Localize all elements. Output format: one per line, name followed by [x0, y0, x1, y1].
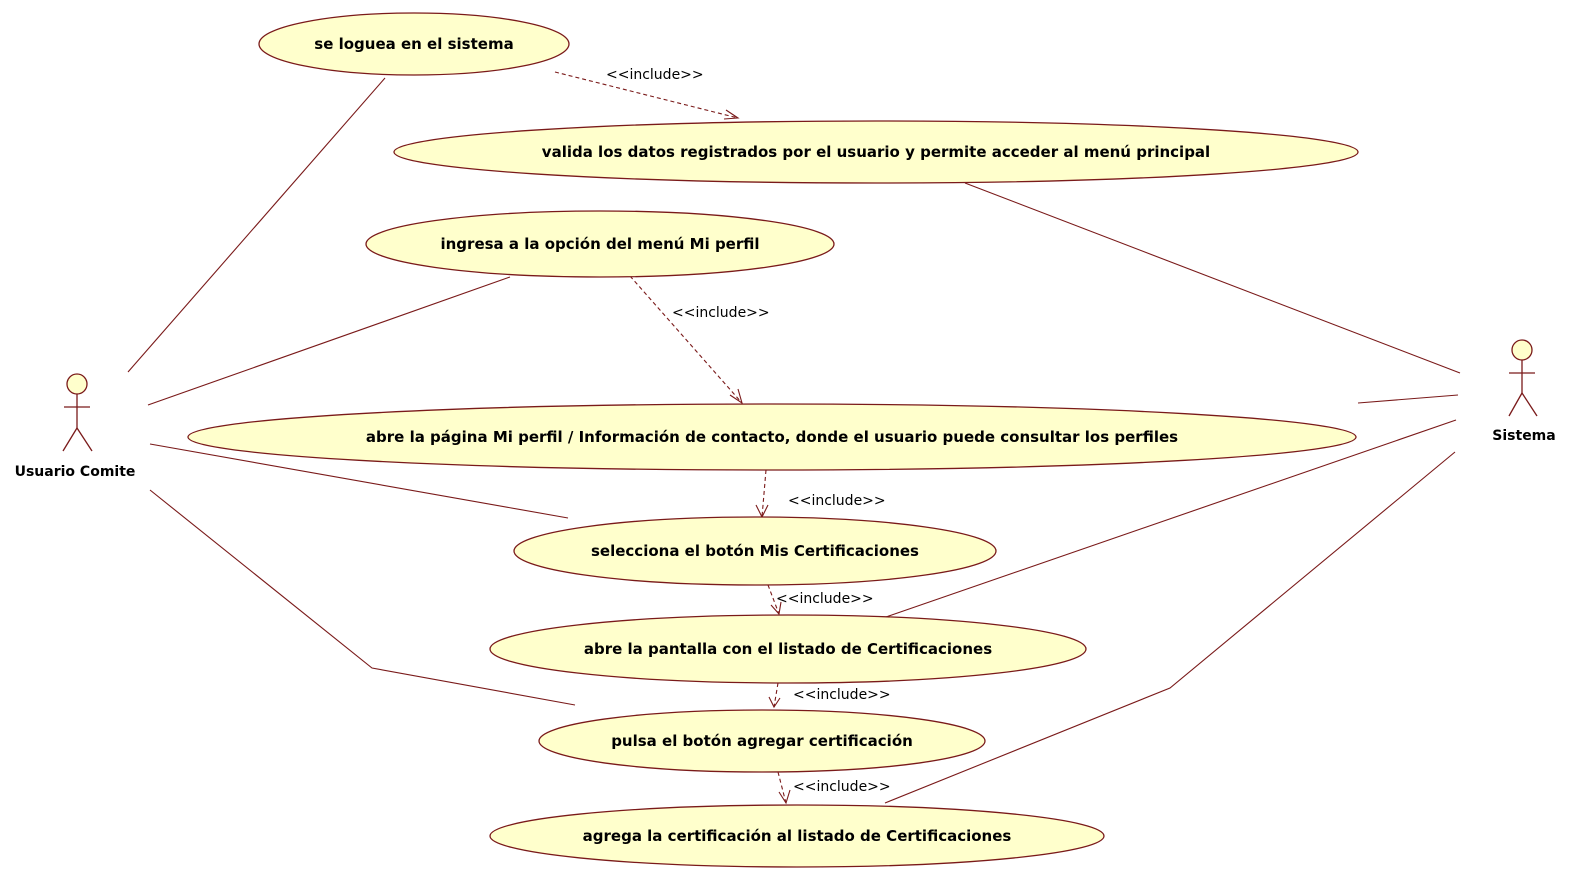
- usecase-4-label: abre la página Mi perfil / Información d…: [366, 428, 1178, 446]
- usecase-8-ellipse: [489, 804, 1105, 868]
- usecase-2-ellipse: [393, 120, 1359, 184]
- actor-usuario-label: Usuario Comite: [15, 464, 136, 480]
- include-line-uc3-uc4: [629, 275, 743, 404]
- assoc-sistema-uc4: [1357, 394, 1459, 404]
- usecase-1-label: se loguea en el sistema: [314, 35, 513, 53]
- include-line-uc1-uc2: [554, 71, 739, 119]
- usecase-4-ellipse: [187, 403, 1357, 471]
- usecase-8[interactable]: agrega la certificación al listado de Ce…: [489, 804, 1105, 868]
- assoc-usuario-uc1: [127, 77, 386, 373]
- include-arrowhead-uc5-uc6: [770, 601, 782, 616]
- include-dependencies: <<include>> <<include>> <<include>> <<in…: [554, 67, 891, 805]
- actor-usuario-head: [66, 373, 88, 395]
- assoc-sistema-uc8: [884, 451, 1456, 804]
- sistema-associations: [884, 182, 1461, 804]
- usecase-8-label: agrega la certificación al listado de Ce…: [583, 827, 1012, 845]
- assoc-usuario-uc3: [147, 276, 511, 406]
- actor-sistema-head: [1511, 339, 1533, 361]
- usecase-5-ellipse: [513, 516, 997, 586]
- include-label-uc1-uc2: <<include>>: [606, 67, 704, 83]
- include-arrowhead-uc6-uc7: [768, 696, 781, 709]
- include-line-uc4-uc5: [761, 469, 767, 518]
- include-label-uc4-uc5: <<include>>: [788, 493, 886, 509]
- actor-usuario-left-leg: [62, 427, 78, 452]
- usecase-7-label: pulsa el botón agregar certificación: [611, 732, 913, 750]
- include-label-uc3-uc4: <<include>>: [672, 305, 770, 321]
- usecase-6-label: abre la pantalla con el listado de Certi…: [584, 640, 992, 658]
- actor-sistema[interactable]: Sistema: [1492, 339, 1556, 444]
- include-arrowhead-uc1-uc2: [723, 109, 740, 120]
- usecase-2-label: valida los datos registrados por el usua…: [542, 143, 1210, 161]
- include-label-uc5-uc6: <<include>>: [776, 591, 874, 607]
- actor-usuario-comite[interactable]: Usuario Comite: [15, 373, 136, 480]
- use-cases: se loguea en el sistema valida los datos…: [187, 12, 1359, 868]
- usecase-3[interactable]: ingresa a la opción del menú Mi perfil: [365, 210, 835, 278]
- assoc-usuario-uc5: [149, 443, 569, 519]
- usecase-3-label: ingresa a la opción del menú Mi perfil: [440, 235, 759, 253]
- usecase-7-ellipse: [538, 709, 986, 773]
- usecase-1[interactable]: se loguea en el sistema: [258, 12, 570, 76]
- usuario-associations: [127, 77, 576, 706]
- include-arrowhead-uc3-uc4: [729, 388, 743, 405]
- actor-sistema-label: Sistema: [1492, 428, 1555, 444]
- usecase-7[interactable]: pulsa el botón agregar certificación: [538, 709, 986, 773]
- usecase-2[interactable]: valida los datos registrados por el usua…: [393, 120, 1359, 184]
- include-arrowhead-uc7-uc8: [778, 789, 791, 805]
- assoc-sistema-uc6: [885, 419, 1457, 618]
- usecase-6[interactable]: abre la pantalla con el listado de Certi…: [489, 614, 1087, 684]
- actor-sistema-right-leg: [1521, 392, 1538, 417]
- assoc-sistema-uc2: [964, 182, 1461, 374]
- usecase-5-label: selecciona el botón Mis Certificaciones: [591, 542, 919, 560]
- assoc-usuario-uc7: [149, 489, 576, 706]
- include-line-uc5-uc6: [767, 584, 780, 615]
- usecase-1-ellipse: [258, 12, 570, 76]
- include-line-uc7-uc8: [777, 771, 787, 804]
- usecase-5[interactable]: selecciona el botón Mis Certificaciones: [513, 516, 997, 586]
- include-label-uc7-uc8: <<include>>: [793, 779, 891, 795]
- include-label-uc6-uc7: <<include>>: [793, 687, 891, 703]
- usecase-4[interactable]: abre la página Mi perfil / Información d…: [187, 403, 1357, 471]
- usecase-6-ellipse: [489, 614, 1087, 684]
- usecase-3-ellipse: [365, 210, 835, 278]
- actor-usuario-right-leg: [76, 427, 93, 452]
- actor-sistema-left-leg: [1508, 392, 1523, 417]
